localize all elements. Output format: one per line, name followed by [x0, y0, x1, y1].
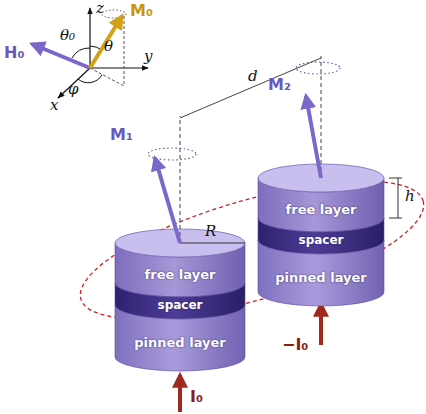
layer-band — [115, 229, 245, 297]
current-label: −I₀ — [282, 336, 308, 354]
axis-label: x — [50, 97, 58, 114]
field-label: H₀ — [4, 44, 24, 62]
free-layer: free layer — [258, 164, 384, 232]
axis-label: y — [144, 48, 152, 65]
current-arrow — [178, 375, 182, 412]
angle-label: φ — [68, 81, 79, 98]
thickness-label: h — [405, 188, 415, 205]
current-label: I₀ — [190, 388, 203, 406]
axes — [32, 8, 148, 98]
current-arrow — [319, 304, 323, 345]
magnetization-label: M₂ — [268, 76, 291, 94]
magnetization-label: M₀ — [130, 2, 153, 20]
layer-name: spacer — [299, 233, 344, 247]
angle-label: θ₀ — [60, 27, 75, 44]
layer-name: free layer — [145, 267, 216, 282]
radius-label: R — [205, 223, 216, 240]
angle-label: θ — [104, 38, 113, 55]
free-layer: free layer — [115, 229, 245, 297]
distance-label: d — [248, 68, 258, 85]
layer-band — [258, 164, 384, 232]
layer-name: spacer — [158, 298, 203, 312]
magnetization-label: M₁ — [110, 126, 133, 144]
axis-label: z — [96, 0, 104, 17]
layer-name: pinned layer — [275, 270, 366, 285]
layer-name: free layer — [286, 202, 357, 217]
layer-name: pinned layer — [134, 335, 225, 350]
